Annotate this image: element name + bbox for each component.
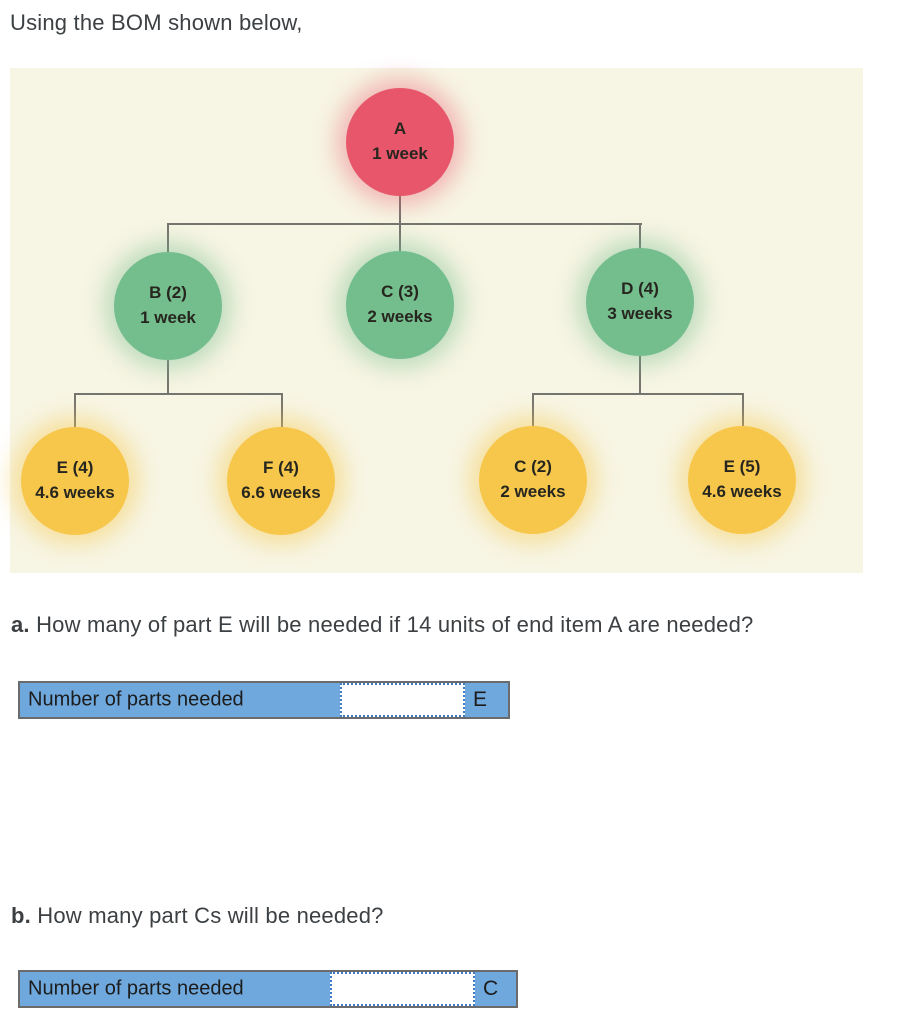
connector-line-d-drop — [639, 356, 641, 393]
answer-row-a-label: Number of parts needed — [28, 688, 244, 711]
question-a-prefix: a. — [11, 612, 30, 637]
bom-node-e5: E (5) 4.6 weeks — [688, 426, 796, 534]
bom-node-e4: E (4) 4.6 weeks — [21, 427, 129, 535]
connector-line-to-c2 — [532, 393, 534, 426]
question-a: a. How many of part E will be needed if … — [11, 612, 753, 638]
connector-line-to-d — [639, 223, 641, 249]
bom-node-d: D (4) 3 weeks — [586, 248, 694, 356]
bom-node-b-leadtime: 1 week — [140, 308, 196, 327]
bom-node-e4-leadtime: 4.6 weeks — [35, 483, 115, 502]
page-title: Using the BOM shown below, — [10, 10, 303, 35]
answer-input-a[interactable] — [340, 683, 465, 717]
bom-diagram-panel: A 1 week B (2) 1 week C (3) 2 weeks D (4… — [10, 68, 863, 573]
connector-line-to-f4 — [281, 393, 283, 427]
connector-line-a-drop — [399, 196, 401, 224]
bom-node-e5-label: E (5) — [723, 457, 761, 477]
question-a-text: How many of part E will be needed if 14 … — [36, 612, 754, 637]
question-b-text: How many part Cs will be needed? — [37, 903, 384, 928]
bom-node-f4-leadtime: 6.6 weeks — [241, 483, 321, 502]
bom-node-d-label: D (4) — [621, 279, 659, 299]
bom-node-b-label: B (2) — [149, 283, 187, 303]
bom-node-c-leadtime: 2 weeks — [367, 307, 433, 326]
bom-node-c2-leadtime: 2 weeks — [500, 482, 566, 501]
connector-line-b-children-bar — [74, 393, 283, 395]
connector-line-to-e5 — [742, 393, 744, 426]
connector-line-level2-bar — [167, 223, 642, 225]
bom-node-c2-label: C (2) — [514, 457, 552, 477]
bom-node-c: C (3) 2 weeks — [346, 251, 454, 359]
bom-node-e4-label: E (4) — [56, 458, 94, 478]
connector-line-to-e4 — [74, 393, 76, 427]
bom-node-c2: C (2) 2 weeks — [479, 426, 587, 534]
bom-node-d-leadtime: 3 weeks — [607, 304, 673, 323]
connector-line-to-b — [167, 223, 169, 253]
part-letter-a: E — [473, 688, 488, 711]
bom-node-f4: F (4) 6.6 weeks — [227, 427, 335, 535]
answer-row-a: Number of parts needed E — [18, 681, 510, 719]
answer-row-b-label: Number of parts needed — [28, 977, 244, 1000]
bom-node-a-leadtime: 1 week — [372, 144, 428, 163]
answer-input-b[interactable] — [330, 972, 475, 1006]
question-b-prefix: b. — [11, 903, 31, 928]
connector-line-d-children-bar — [532, 393, 744, 395]
connector-line-to-c — [399, 223, 401, 252]
bom-node-b: B (2) 1 week — [114, 252, 222, 360]
question-b: b. How many part Cs will be needed? — [11, 903, 384, 929]
bom-node-c-label: C (3) — [381, 282, 419, 302]
connector-line-b-drop — [167, 360, 169, 393]
bom-node-e5-leadtime: 4.6 weeks — [702, 482, 782, 501]
bom-node-a: A 1 week — [346, 88, 454, 196]
bom-node-a-label: A — [393, 119, 407, 139]
bom-node-f4-label: F (4) — [263, 458, 299, 478]
part-letter-b: C — [483, 977, 499, 1000]
answer-row-b: Number of parts needed C — [18, 970, 518, 1008]
